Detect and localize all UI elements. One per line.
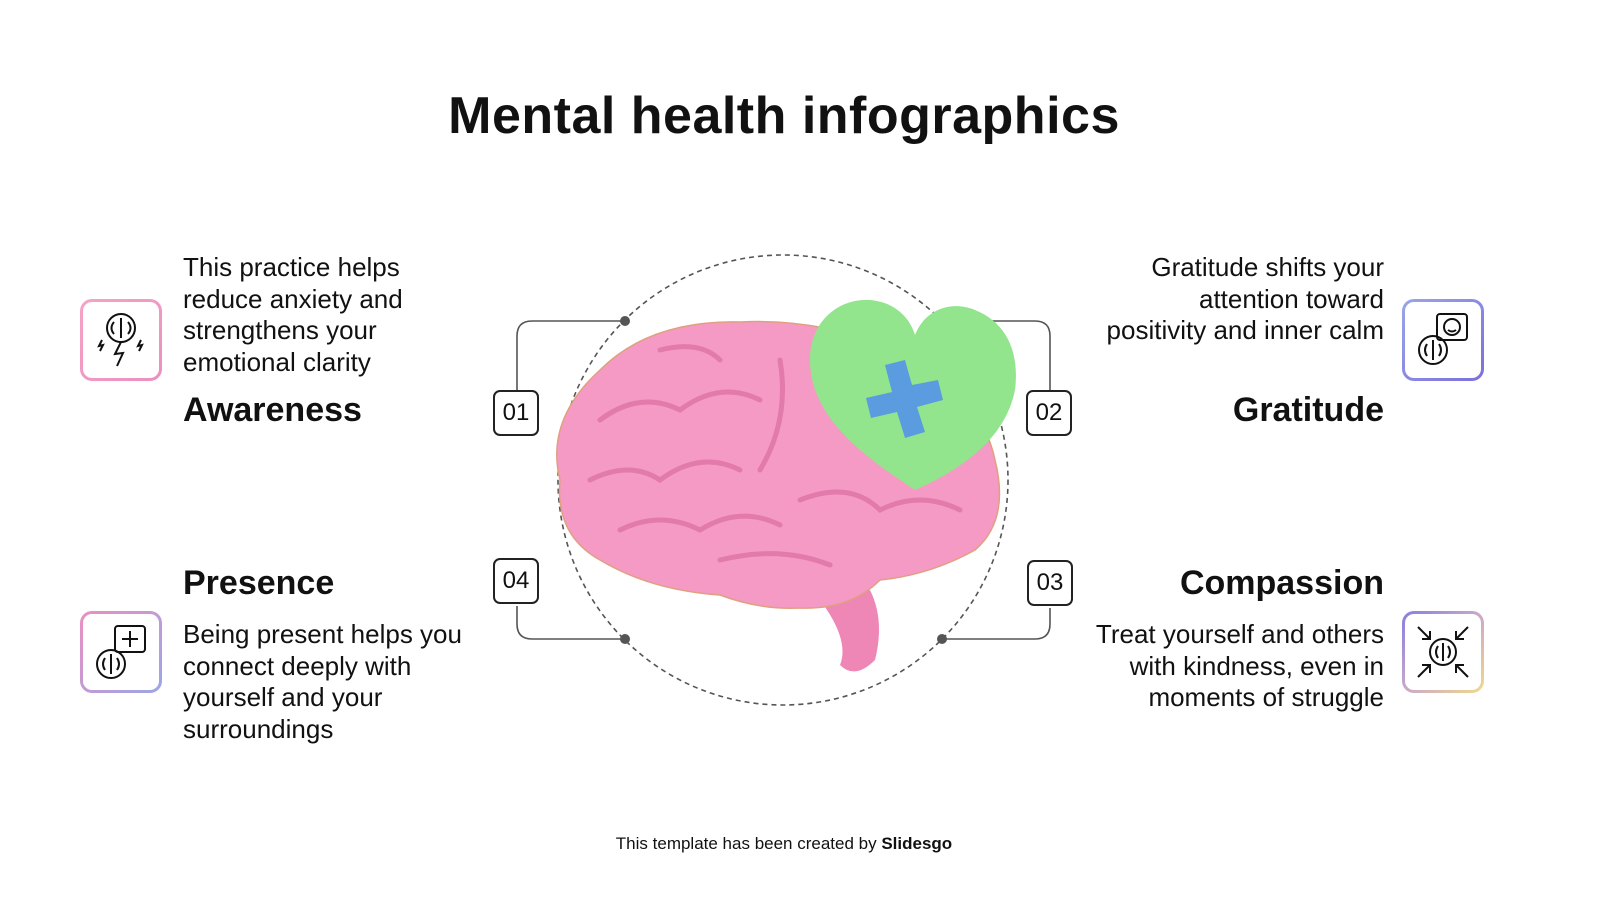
footer-brand: Slidesgo: [881, 834, 953, 853]
number-badge-01: 01: [493, 390, 539, 436]
footer-prefix: This template has been created by: [615, 834, 882, 853]
page-title: Mental health infographics: [448, 87, 1120, 145]
presence-heading: Presence: [183, 564, 335, 602]
brain-lightning-icon: [97, 313, 144, 367]
footer-credit: This template has been created by Slides…: [0, 834, 1568, 854]
presence-description: Being present helps you connect deeply w…: [183, 619, 462, 744]
gratitude-heading: Gratitude: [1232, 391, 1384, 429]
compassion-icon-box: [1402, 611, 1484, 693]
dashed-circle: [557, 254, 1009, 706]
brain-plus-bubble-icon: [96, 625, 146, 679]
number-badge-02: 02: [1026, 390, 1072, 436]
brain-illustration: [556, 299, 1016, 672]
brain-arrows-inward-icon: [1417, 626, 1469, 678]
gratitude-icon-box: [1402, 299, 1484, 381]
gratitude-description: Gratitude shifts your attention toward p…: [1106, 252, 1384, 345]
number-badge-04: 04: [493, 558, 539, 604]
connector-lines: [516, 320, 1051, 640]
presence-icon-box: [80, 611, 162, 693]
awareness-icon-box: [80, 299, 162, 381]
compassion-heading: Compassion: [1179, 564, 1384, 602]
awareness-description: This practice helps reduce anxiety and s…: [183, 252, 403, 377]
awareness-heading: Awareness: [183, 391, 362, 429]
brain-smile-bubble-icon: [1418, 313, 1468, 365]
number-badge-03: 03: [1027, 560, 1073, 606]
compassion-description: Treat yourself and others with kindness,…: [1095, 619, 1384, 712]
